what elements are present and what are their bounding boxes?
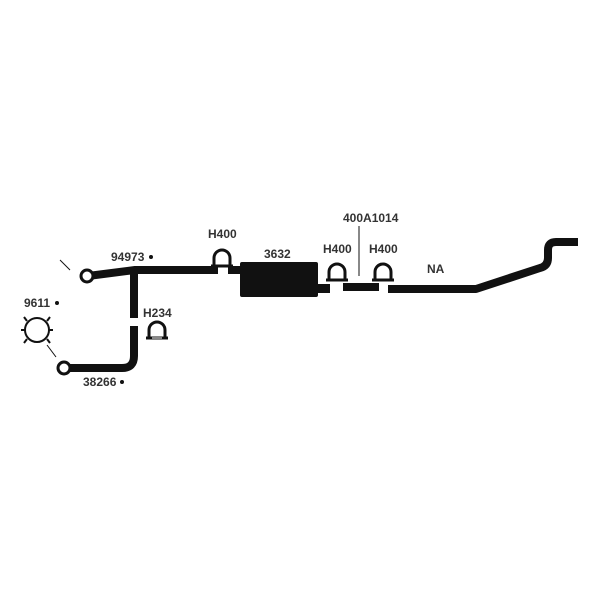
label-400a1014: 400A1014: [343, 211, 399, 225]
leader-line-9611-upper: [59, 259, 71, 271]
front-pipe-upper: [79, 266, 240, 284]
u-bolt-clamp-icon: [372, 262, 394, 282]
tail-pipe: [388, 238, 578, 293]
leader-dot-icon: [55, 301, 59, 305]
muffler: [240, 262, 330, 297]
label-na: NA: [427, 262, 445, 276]
label-h400-rear: H400: [369, 242, 398, 256]
label-h234: H234: [143, 306, 172, 320]
front-pipe-lower-flange: [56, 360, 72, 376]
u-bolt-clamp-icon: [326, 262, 348, 282]
label-3632: 3632: [264, 247, 291, 261]
label-h400-mid: H400: [323, 242, 352, 256]
front-pipe-upper-flange: [79, 268, 95, 284]
flange-gasket-icon: [21, 316, 53, 344]
u-bolt-clamp-icon: [211, 248, 233, 268]
leader-line-9611-lower: [46, 344, 57, 358]
leader-dot-icon: [149, 255, 153, 259]
label-h400-front: H400: [208, 227, 237, 241]
label-38266: 38266: [83, 375, 117, 389]
label-94973: 94973: [111, 250, 145, 264]
label-9611: 9611: [24, 296, 50, 310]
front-pipe-lower: [56, 272, 138, 376]
u-bolt-clamp-icon: [146, 320, 168, 340]
leader-dot-icon: [120, 380, 124, 384]
